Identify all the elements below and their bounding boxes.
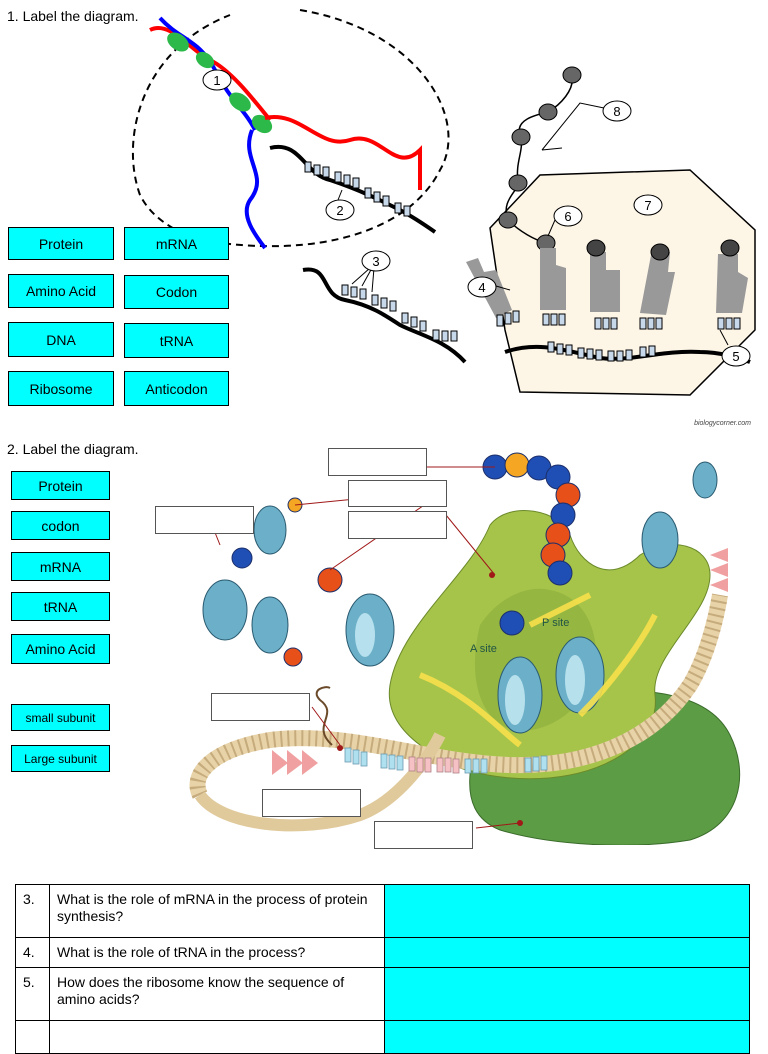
question-text: What is the role of mRNA in the process … <box>49 884 385 938</box>
question-row <box>15 1020 750 1054</box>
word-bank-1-trna[interactable]: tRNA <box>124 323 229 358</box>
callout-8: 8 <box>602 100 632 122</box>
word-bank-2-amino-acid[interactable]: Amino Acid <box>11 634 110 664</box>
leader-dots <box>337 572 523 826</box>
mrna-strand-codons <box>302 267 467 364</box>
question-number: 3. <box>15 884 50 938</box>
word-bank-1-amino-acid[interactable]: Amino Acid <box>8 274 114 308</box>
word-bank-1-mrna[interactable]: mRNA <box>124 227 229 260</box>
question-row: 5. How does the ribosome know the sequen… <box>15 967 750 1021</box>
movement-arrows <box>418 592 658 748</box>
svg-text:4: 4 <box>478 280 485 295</box>
blank-label-box[interactable] <box>374 821 473 849</box>
word-bank-2-codon[interactable]: codon <box>11 511 110 540</box>
word-bank-2-large-subunit[interactable]: Large subunit <box>11 745 110 772</box>
word-bank-2-trna[interactable]: tRNA <box>11 592 110 621</box>
trna-molecules <box>466 239 748 330</box>
word-bank-1-ribosome[interactable]: Ribosome <box>8 371 114 406</box>
blank-label-box[interactable] <box>155 506 254 534</box>
word-bank-2-small-subunit[interactable]: small subunit <box>11 704 110 731</box>
question-text: How does the ribosome know the sequence … <box>49 967 385 1021</box>
polypeptide-chain <box>498 66 582 252</box>
blank-label-box[interactable] <box>328 448 427 476</box>
svg-text:8: 8 <box>613 104 620 119</box>
callout-4: 4 <box>467 276 497 298</box>
question-row: 3. What is the role of mRNA in the proce… <box>15 884 750 938</box>
word-bank-2-mrna[interactable]: mRNA <box>11 552 110 581</box>
word-bank-1-codon[interactable]: Codon <box>124 275 229 309</box>
dna-helix <box>149 16 422 250</box>
blank-label-box[interactable] <box>262 789 361 817</box>
answer-field[interactable] <box>384 937 750 968</box>
mrna-strand-top <box>269 144 437 234</box>
word-bank-1-protein[interactable]: Protein <box>8 227 114 260</box>
svg-text:6: 6 <box>564 209 571 224</box>
word-bank-1-dna[interactable]: DNA <box>8 322 114 357</box>
word-bank-2-protein[interactable]: Protein <box>11 471 110 500</box>
translation-diagram-2: A site P site <box>189 452 741 845</box>
callout-3: 3 <box>361 250 391 272</box>
callout-2: 2 <box>325 199 355 221</box>
section1-heading: 1. Label the diagram. <box>7 8 139 24</box>
blank-label-box[interactable] <box>348 511 447 539</box>
translation-diagram-1: 1 2 3 4 5 6 7 8 biologycorner.com <box>131 9 756 427</box>
callout-6: 6 <box>553 205 583 227</box>
question-row: 4. What is the role of tRNA in the proce… <box>15 937 750 968</box>
section2-heading: 2. Label the diagram. <box>7 441 139 457</box>
questions-table: 3. What is the role of mRNA in the proce… <box>15 884 750 1054</box>
question-text: What is the role of tRNA in the process? <box>49 937 385 968</box>
blank-label-box[interactable] <box>348 480 447 507</box>
answer-field[interactable] <box>384 1020 750 1054</box>
svg-text:5: 5 <box>732 349 739 364</box>
question-number: 5. <box>15 967 50 1021</box>
callout-1: 1 <box>202 69 232 91</box>
answer-field[interactable] <box>384 884 750 938</box>
svg-text:2: 2 <box>336 203 343 218</box>
image-credit: biologycorner.com <box>694 420 751 427</box>
blank-label-box[interactable] <box>211 693 310 721</box>
question-number: 4. <box>15 937 50 968</box>
word-bank-1-anticodon[interactable]: Anticodon <box>124 371 229 406</box>
protein-chain <box>231 452 581 667</box>
callout-7: 7 <box>633 194 663 216</box>
p-site-label: P site <box>542 617 569 629</box>
label-leader-lines <box>337 102 729 346</box>
svg-text:3: 3 <box>372 254 379 269</box>
svg-text:1: 1 <box>213 73 220 88</box>
number-callouts: 1 2 3 4 5 6 7 8 <box>202 69 751 367</box>
a-site-label: A site <box>470 643 497 655</box>
svg-text:7: 7 <box>644 198 651 213</box>
callout-5: 5 <box>721 345 751 367</box>
answer-field[interactable] <box>384 967 750 1021</box>
trna-on-ribosome <box>202 461 718 734</box>
